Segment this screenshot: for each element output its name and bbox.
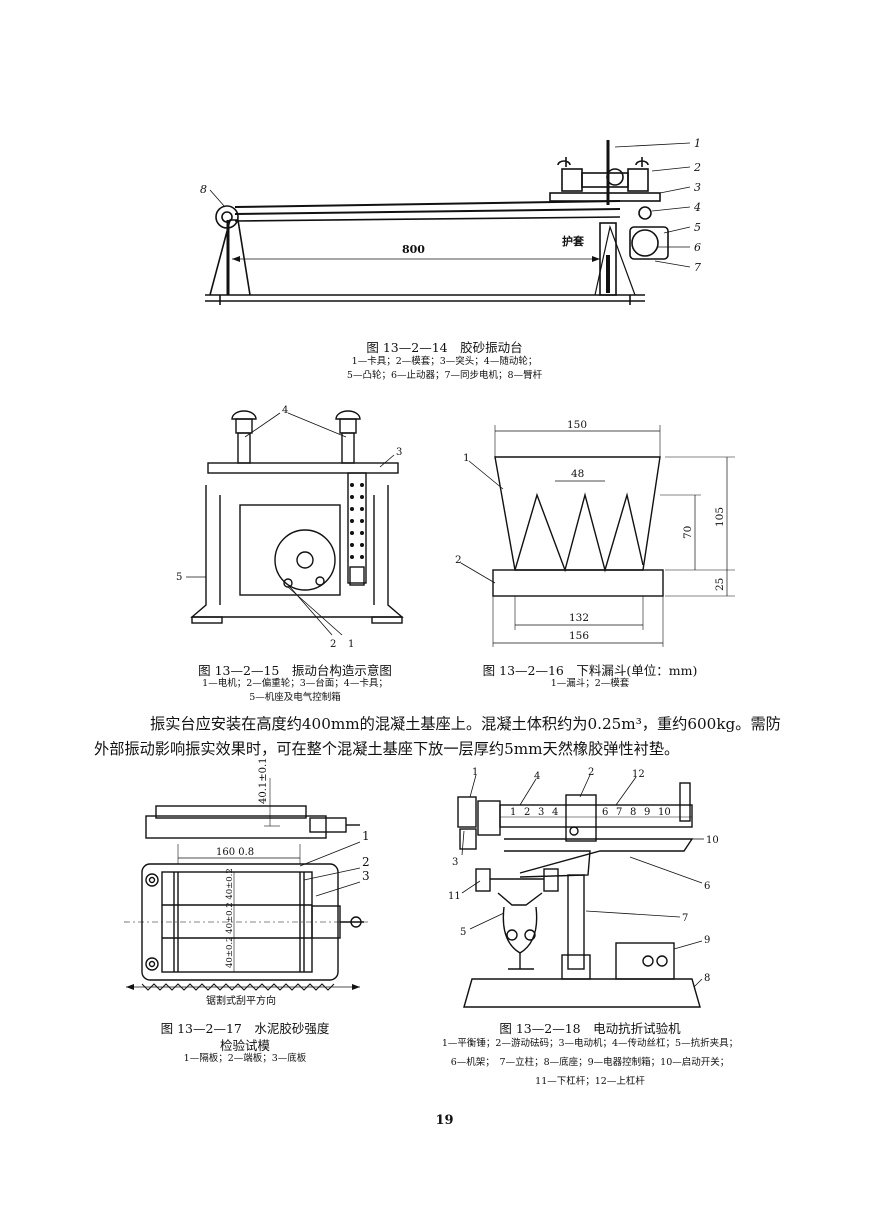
callout-6: 6	[694, 241, 701, 254]
callout-5: 5	[176, 572, 182, 583]
scale-10: 10	[658, 807, 671, 818]
scale-3: 3	[538, 807, 544, 818]
legend-fig14-line2: 5—凸轮；6—止动器；7—同步电机；8—臂杆	[346, 370, 543, 381]
callout-1: 1	[694, 137, 701, 150]
scale-4: 4	[552, 807, 558, 818]
figure-flexure-tester: 1 2 3 4 6 7 8 9 10 1 4 2 12 10 6 3 11 7 …	[448, 767, 719, 1008]
callout-9: 9	[704, 935, 710, 946]
legend-fig17-line1: 1—隔板；2—端板；3—底板	[183, 1053, 307, 1064]
callout-7: 7	[694, 261, 701, 274]
dim-48: 48	[571, 468, 584, 480]
callout-4: 4	[534, 771, 540, 782]
callout-1: 1	[472, 767, 478, 778]
scale-8: 8	[630, 807, 636, 818]
callout-3: 3	[694, 181, 701, 194]
callout-2: 2	[362, 855, 370, 869]
callout-8: 8	[704, 973, 710, 984]
scale-7: 7	[616, 807, 622, 818]
sleeve-label: 护套	[562, 234, 585, 248]
callout-1: 1	[463, 452, 470, 464]
scale-9: 9	[644, 807, 650, 818]
legend-fig15-line1: 1—电机；2—偏重轮；3—台面；4—卡具；	[202, 678, 388, 689]
figure-funnel: 150 48 70 105 25 132 156 1 2	[455, 419, 735, 647]
dim-height: 40.1±0.1	[258, 757, 269, 804]
dimension-800: 800	[402, 243, 425, 256]
bottom-label: 锯割式刮平方向	[206, 994, 276, 1007]
caption-fig17-line2: 检验试模	[219, 1038, 270, 1053]
callout-7: 7	[682, 913, 688, 924]
caption-fig16: 图 13—2—16 下料漏斗(单位：mm)	[482, 663, 698, 678]
callout-2: 2	[693, 161, 701, 174]
callout-4: 4	[693, 201, 701, 214]
callout-2: 2	[588, 767, 594, 778]
caption-fig17-line1: 图 13—2—17 水泥胶砂强度	[160, 1021, 330, 1036]
callout-4: 4	[282, 405, 288, 416]
caption-fig15: 图 13—2—15 振动台构造示意图	[198, 663, 392, 678]
callout-3: 3	[362, 869, 370, 883]
callout-2: 2	[330, 639, 336, 650]
figure-vibrating-table-structure: 4 3 5 2 1	[176, 405, 404, 650]
paragraph-line-2: 外部振动影响振实效果时，可在整个混凝土基座下放一层厚约5mm天然橡胶弹性衬垫。	[94, 740, 680, 758]
callout-1: 1	[348, 639, 354, 650]
dim-length: 160 0.8	[216, 847, 254, 858]
page-number: 19	[435, 1113, 454, 1128]
callout-2: 2	[455, 554, 462, 566]
callout-3: 3	[452, 857, 458, 868]
legend-fig15-line2: 5—机座及电气控制箱	[249, 692, 341, 703]
legend-fig14-line1: 1—卡具；2—模套；3—突头；4—随动轮；	[351, 356, 538, 367]
legend-fig18-line3: 11—下杠杆；12—上杠杆	[535, 1076, 645, 1087]
callout-11: 11	[448, 891, 461, 902]
callout-8: 8	[200, 183, 207, 196]
callout-5: 5	[460, 927, 466, 938]
scale-6: 6	[602, 807, 608, 818]
callout-6: 6	[704, 881, 710, 892]
dim-105: 105	[714, 507, 726, 527]
callout-12: 12	[632, 769, 645, 780]
paragraph-line-1: 振实台应安装在高度约400mm的混凝土基座上。混凝土体积约为0.25m³，重约6…	[150, 715, 781, 733]
dim-132: 132	[569, 612, 589, 624]
dim-25: 25	[714, 578, 726, 591]
dim-70: 70	[682, 526, 694, 539]
callout-3: 3	[396, 447, 402, 458]
caption-fig18: 图 13—2—18 电动抗折试验机	[499, 1021, 681, 1036]
legend-fig18-line1: 1—平衡锤；2—游动砝码；3—电动机；4—传动丝杠；5—抗折夹具；	[441, 1038, 739, 1049]
body-paragraph: 振实台应安装在高度约400mm的混凝土基座上。混凝土体积约为0.25m³，重约6…	[94, 712, 808, 762]
dim-156: 156	[569, 630, 589, 642]
dim-150: 150	[567, 419, 587, 431]
figure-test-mold: 40.1±0.1 160 0.8 40±0.2 40±0.2 40±0.2 锯割…	[124, 757, 370, 1007]
legend-fig16-line1: 1—漏斗；2—模套	[550, 678, 630, 689]
scale-2: 2	[524, 807, 530, 818]
legend-fig18-line2: 6—机架； 7—立柱；8—底座；9—电器控制箱；10—启动开关；	[450, 1057, 730, 1068]
scale-1: 1	[510, 807, 516, 818]
dim-width: 40±0.2 40±0.2 40±0.2	[225, 868, 235, 968]
callout-5: 5	[694, 221, 701, 234]
figure-vibrating-table: 1 2 3 4 5 6 7 8 800 护套	[200, 137, 701, 305]
caption-fig14: 图 13—2—14 胶砂振动台	[366, 340, 523, 355]
callout-1: 1	[362, 829, 370, 843]
callout-10: 10	[706, 835, 719, 846]
